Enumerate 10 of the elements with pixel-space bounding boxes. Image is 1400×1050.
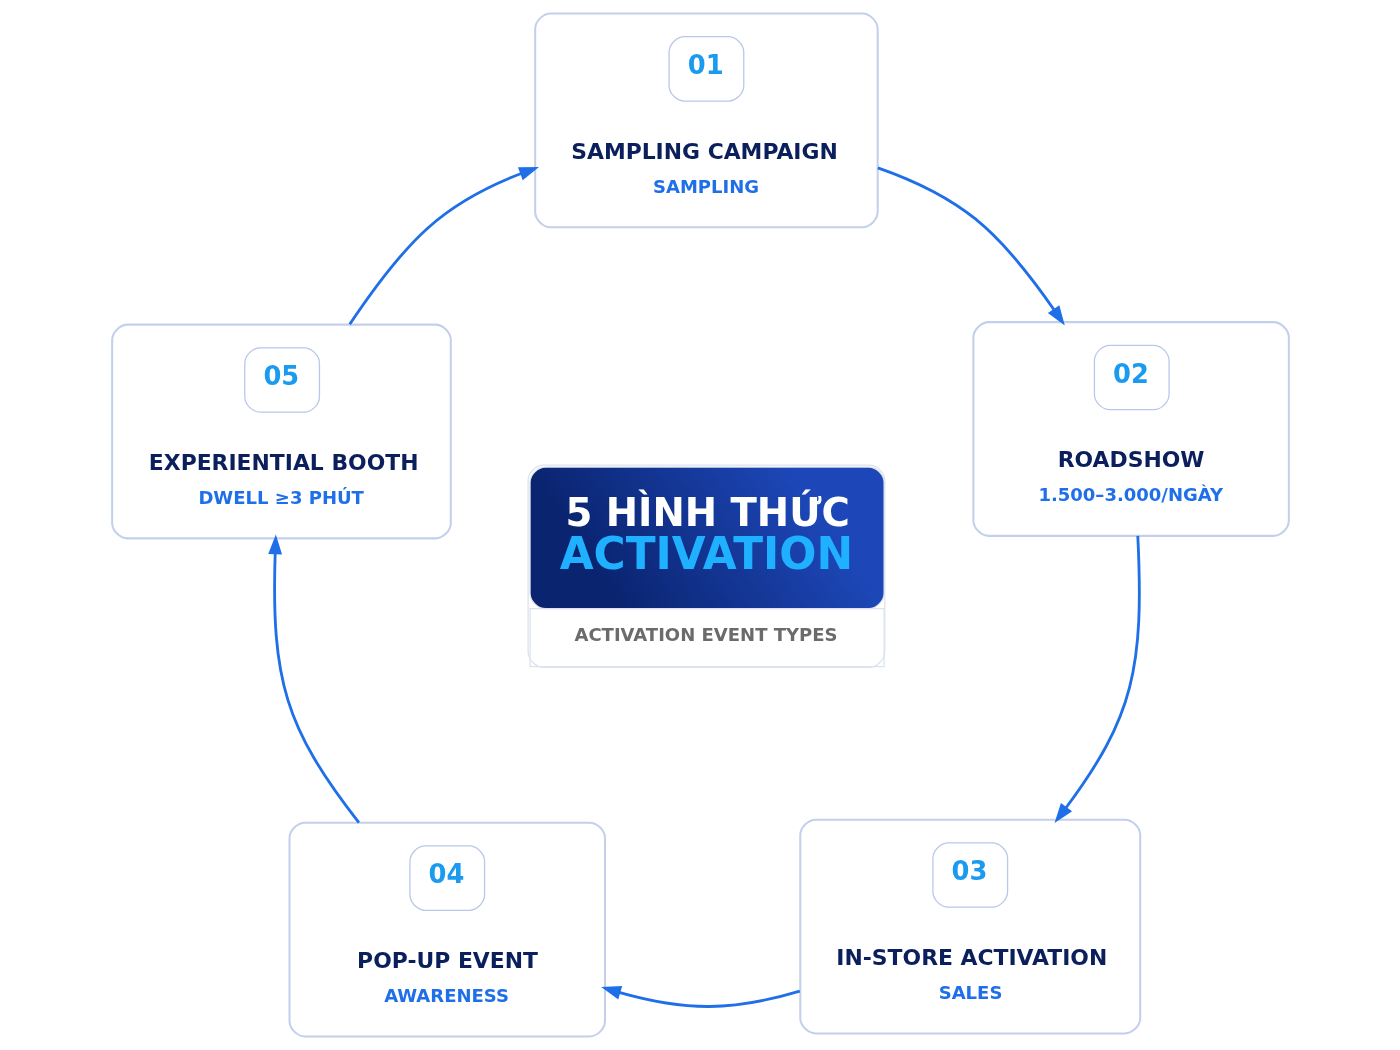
- node-box: 05 EXPERIENTIAL BOOTH DWELL ≥3 PHÚT: [110, 323, 452, 540]
- node-box: 03 IN-STORE ACTIVATION SALES: [798, 818, 1141, 1035]
- node-box: 02 ROADSHOW 1.500–3.000/NGÀY: [971, 321, 1290, 537]
- arrow: [1054, 535, 1141, 824]
- arrow: [600, 986, 800, 1008]
- node-box: 01 SAMPLING CAMPAIGN SAMPLING: [533, 12, 879, 229]
- node-box: 04 POP-UP EVENT AWARENESS: [288, 821, 606, 1038]
- arrow: [267, 534, 360, 824]
- arrow: [876, 166, 1065, 326]
- arrow: [348, 167, 539, 326]
